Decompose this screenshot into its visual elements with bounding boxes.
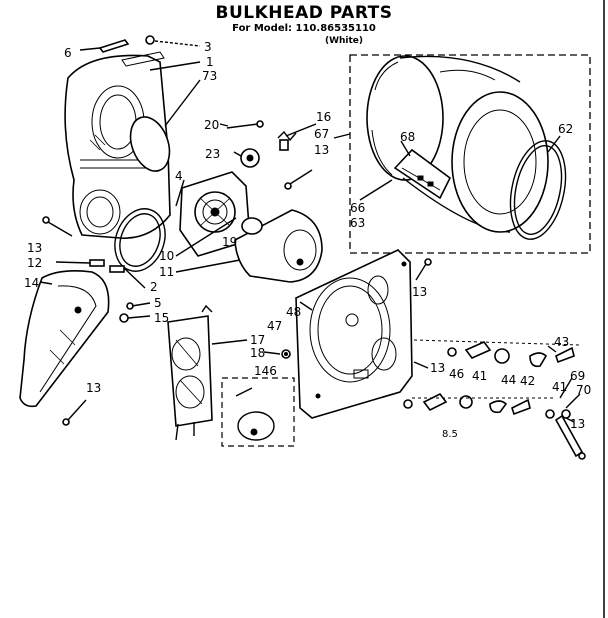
label-68: 68 xyxy=(400,130,415,144)
color-variant: (White) xyxy=(324,36,364,46)
label-66: 66 xyxy=(350,201,365,215)
label-13b: 13 xyxy=(27,241,42,255)
label-17: 17 xyxy=(250,333,265,347)
label-2: 2 xyxy=(150,280,158,294)
screw-3 xyxy=(145,35,201,47)
label-12: 12 xyxy=(27,256,42,270)
label-19: 19 xyxy=(222,235,237,249)
label-6: 6 xyxy=(64,46,72,60)
label-73: 73 xyxy=(202,69,217,83)
label-16: 16 xyxy=(316,110,331,124)
rear-bulkhead-48 xyxy=(295,249,413,419)
label-63: 63 xyxy=(350,216,365,230)
front-bulkhead xyxy=(64,54,171,239)
label-18: 18 xyxy=(250,346,265,360)
label-41a: 41 xyxy=(472,369,487,383)
label-13d: 13 xyxy=(430,361,445,375)
drum-seal xyxy=(509,140,567,240)
terminal-board-17 xyxy=(167,304,213,441)
label-3: 3 xyxy=(204,40,212,54)
model-number: For Model: 110.86535110 xyxy=(232,23,376,34)
lint-duct-14 xyxy=(19,270,110,408)
label-13c: 13 xyxy=(412,285,427,299)
label-62: 62 xyxy=(558,122,573,136)
label-13e: 13 xyxy=(570,417,585,431)
drum-group-box xyxy=(349,54,591,254)
label-4: 4 xyxy=(175,169,183,183)
screw-13-blower xyxy=(284,169,313,190)
parts-kit-146 xyxy=(221,377,295,447)
bulkhead-strip xyxy=(98,39,165,67)
corner-code: 8.5 xyxy=(442,429,458,440)
idler-assembly xyxy=(403,339,586,460)
label-42: 42 xyxy=(520,374,535,388)
bearing-23 xyxy=(233,148,260,168)
label-46: 46 xyxy=(449,367,464,381)
label-44: 44 xyxy=(501,373,516,387)
drum-baffle xyxy=(393,148,452,200)
label-14: 14 xyxy=(24,276,39,290)
leader-lines xyxy=(39,47,581,423)
blower-wheel xyxy=(234,209,323,283)
label-1: 1 xyxy=(206,55,214,69)
label-43: 43 xyxy=(554,335,569,349)
part-labels: 6 3 1 73 16 20 67 68 62 13 23 4 66 63 13… xyxy=(24,40,591,431)
label-13f: 13 xyxy=(86,381,101,395)
fastener-20 xyxy=(226,120,264,129)
screw-5 xyxy=(126,302,151,310)
label-11: 11 xyxy=(159,265,174,279)
label-41b: 41 xyxy=(552,380,567,394)
label-70: 70 xyxy=(576,383,591,397)
label-47: 47 xyxy=(267,319,282,333)
label-5: 5 xyxy=(154,296,162,310)
washer-15 xyxy=(119,313,151,323)
felt-seal-73 xyxy=(129,116,171,172)
screw-47 xyxy=(281,349,291,359)
screw-13-duct xyxy=(62,399,87,426)
ring-seal-4 xyxy=(114,208,166,272)
label-20: 20 xyxy=(204,118,219,132)
screw-13-rear xyxy=(415,258,432,281)
diagram-title: BULKHEAD PARTS xyxy=(215,3,393,23)
label-146: 146 xyxy=(254,364,277,378)
label-10: 10 xyxy=(159,249,174,263)
spring-16 xyxy=(277,130,297,151)
drum xyxy=(366,55,549,233)
screw-13-left xyxy=(42,216,73,237)
label-13a: 13 xyxy=(314,143,329,157)
label-69: 69 xyxy=(570,369,585,383)
label-23: 23 xyxy=(205,147,220,161)
label-15: 15 xyxy=(154,311,169,325)
label-67: 67 xyxy=(314,127,329,141)
label-48: 48 xyxy=(286,305,301,319)
